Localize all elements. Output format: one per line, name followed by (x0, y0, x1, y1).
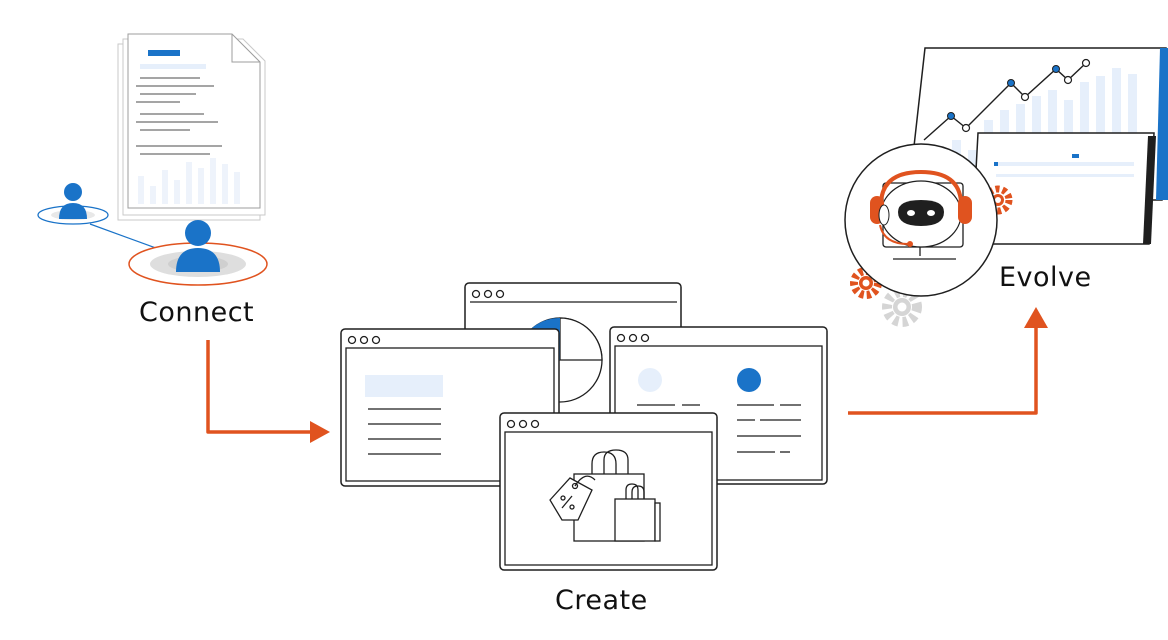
user-network-icon (128, 220, 268, 286)
step-label-evolve: Evolve (999, 262, 1092, 293)
dashboard-card (971, 132, 1156, 245)
arrow-create-to-evolve (848, 307, 1048, 415)
document-icon (117, 33, 266, 221)
user-icon (37, 183, 109, 225)
step-label-connect: Connect (139, 297, 255, 328)
connect-illustration (37, 33, 268, 286)
step-label-create: Create (555, 585, 648, 616)
evolve-illustration (844, 47, 1168, 327)
price-tag-icon (549, 475, 596, 521)
gear-icon (882, 287, 922, 327)
arrow-connect-to-create (206, 340, 330, 443)
chatbot-icon (844, 143, 998, 297)
browser-window-icon (499, 412, 718, 571)
shopping-bags-icon (573, 449, 661, 542)
create-illustration (340, 282, 828, 571)
